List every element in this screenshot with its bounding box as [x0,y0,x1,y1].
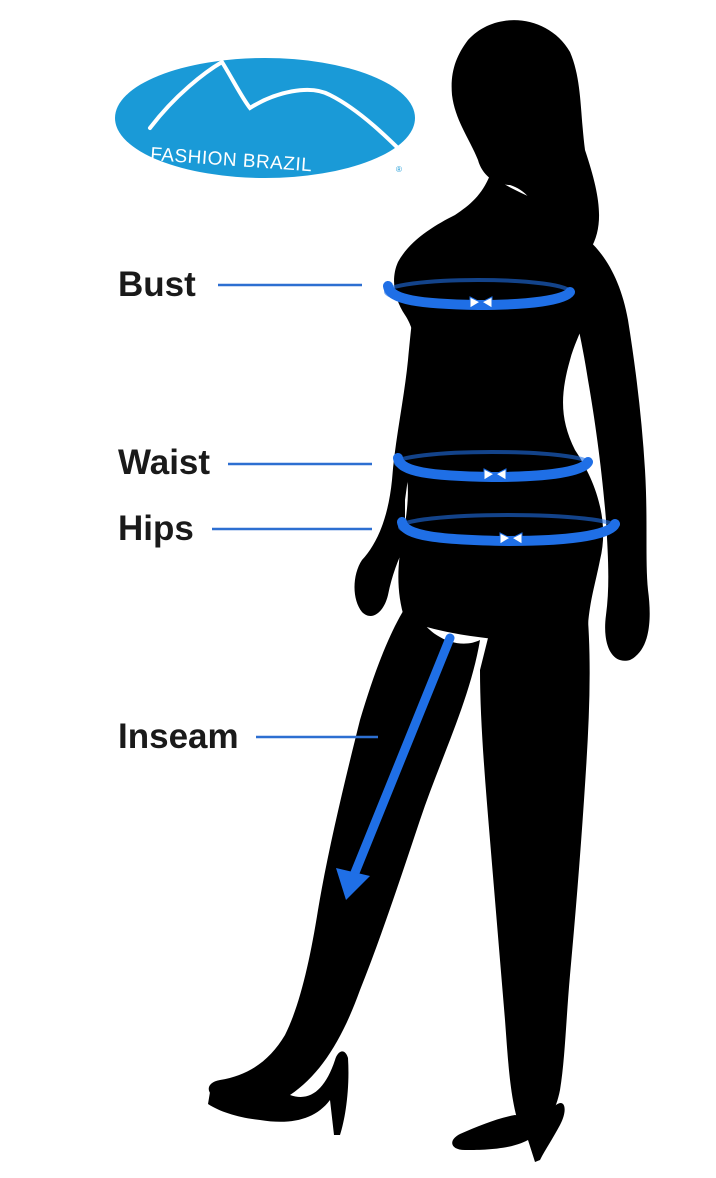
inseam-arrow-shaft [347,633,455,885]
registered-mark: ® [396,165,402,174]
waist-arrow-right [494,468,507,481]
bust-arrow-left [469,296,482,309]
logo-swoosh [148,59,412,162]
bust-band [383,278,575,311]
inseam-arrow [336,633,455,900]
inseam-label: Inseam [118,717,239,756]
silhouette-right-leg [480,620,590,1130]
hips-arrow-right [510,532,523,545]
silhouette-head [451,20,600,255]
bust-arrow-right [480,296,493,309]
hips-ring-front [397,517,620,547]
silhouette-torso [394,175,604,640]
silhouette-left-shoe [208,1051,349,1135]
silhouette-left-arm [354,240,448,616]
hips-arrow-left [499,532,512,545]
hips-label: Hips [118,509,194,548]
silhouette-right-shoe [452,1102,565,1162]
waist-arrow-left [483,468,496,481]
fashion-brazil-logo: FASHION BRAZIL ® [115,58,415,178]
leader-lines [212,283,378,739]
bust-label: Bust [118,265,196,304]
waist-band [393,450,593,483]
measurement-labels: Bust Waist Hips Inseam [118,265,239,756]
inseam-arrow-head [336,868,370,900]
silhouette-right-arm [565,230,650,661]
waist-ring-front [393,453,593,483]
waist-label: Waist [118,443,210,482]
hips-band [397,513,620,547]
bust-ring-front [383,281,575,311]
woman-silhouette [208,20,650,1162]
